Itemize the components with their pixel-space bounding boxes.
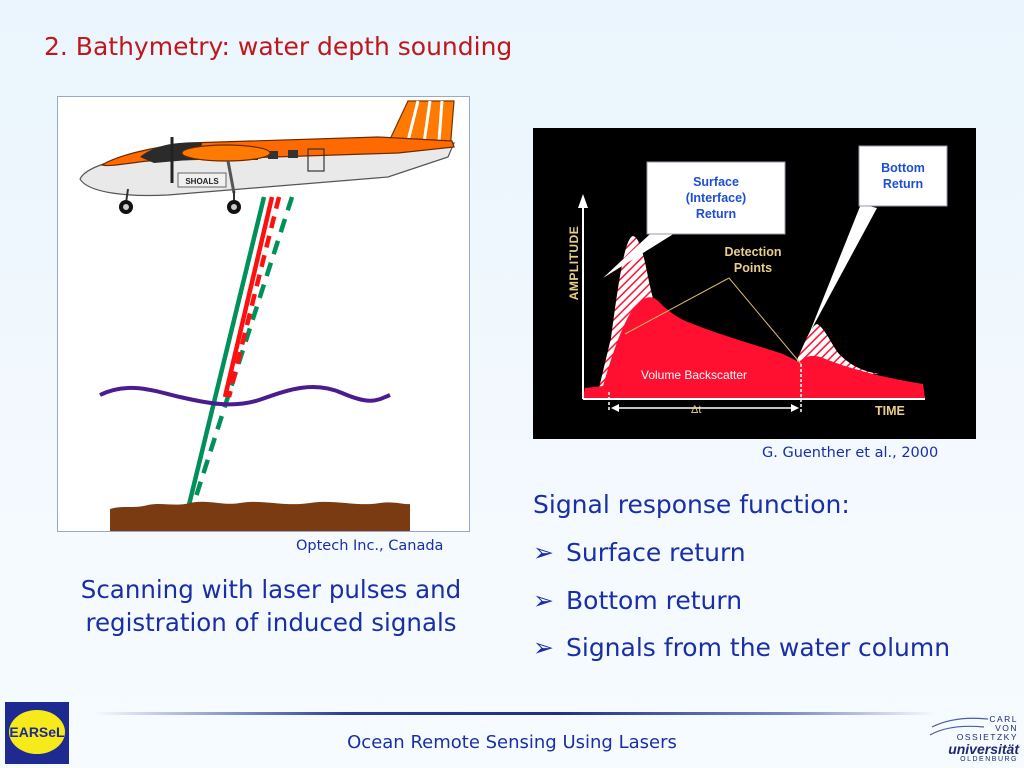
bullet-text: Signals from the water column: [566, 633, 951, 662]
uni-logo-line-1: CARL: [989, 714, 1018, 724]
bullet-water-column: ➢ Signals from the water column: [533, 633, 950, 662]
aircraft-marking: SHOALS: [185, 177, 219, 186]
time-axis-label: TIME: [875, 404, 905, 418]
bullet-text: Surface return: [566, 538, 746, 567]
bottom-return-callout: Bottom Return: [881, 161, 925, 191]
aircraft: SHOALS: [79, 100, 455, 214]
waveform-figure: Surface (Interface) Return Bottom Return…: [533, 128, 976, 439]
right-figure-credit: G. Guenther et al., 2000: [762, 445, 939, 461]
university-oldenburg-logo: CARL VON OSSIETZKY universität OLDENBURG: [928, 713, 1022, 765]
seabed: [110, 501, 410, 531]
signal-response-heading: Signal response function:: [533, 490, 850, 519]
volume-backscatter-label: Volume Backscatter: [641, 368, 748, 382]
signal-waveform: [583, 297, 925, 398]
uni-logo-line-3: OSSIETZKY: [956, 732, 1018, 742]
detection-points-label: Detection Points: [724, 245, 782, 275]
left-figure-caption: Scanning with laser pulses and registrat…: [80, 575, 462, 637]
amplitude-axis-label: AMPLITUDE: [567, 225, 581, 301]
slide-title: 2. Bathymetry: water depth sounding: [44, 32, 513, 61]
footer-title: Ocean Remote Sensing Using Lasers: [347, 732, 677, 753]
bullet-bottom-return: ➢ Bottom return: [533, 586, 742, 615]
delta-t-label: Δt: [691, 404, 702, 416]
bullet-arrow-icon: ➢: [533, 633, 554, 662]
earsel-logo: EARSeL: [5, 702, 69, 764]
surface-return-callout: Surface (Interface) Return: [685, 175, 747, 221]
uni-logo-city: OLDENBURG: [960, 756, 1018, 763]
footer-divider: [95, 712, 935, 715]
bullet-arrow-icon: ➢: [533, 538, 554, 567]
bullet-arrow-icon: ➢: [533, 586, 554, 615]
left-figure-credit: Optech Inc., Canada: [296, 538, 444, 554]
aircraft-lidar-figure: SHOALS: [57, 96, 470, 532]
bullet-surface-return: ➢ Surface return: [533, 538, 746, 567]
water-surface: [99, 385, 391, 407]
uni-logo-main: universität: [948, 741, 1019, 757]
bullet-text: Bottom return: [566, 586, 743, 615]
laser-beams: [185, 196, 295, 510]
uni-logo-line-2: VON: [995, 723, 1018, 733]
earsel-logo-text: EARSeL: [9, 724, 65, 740]
